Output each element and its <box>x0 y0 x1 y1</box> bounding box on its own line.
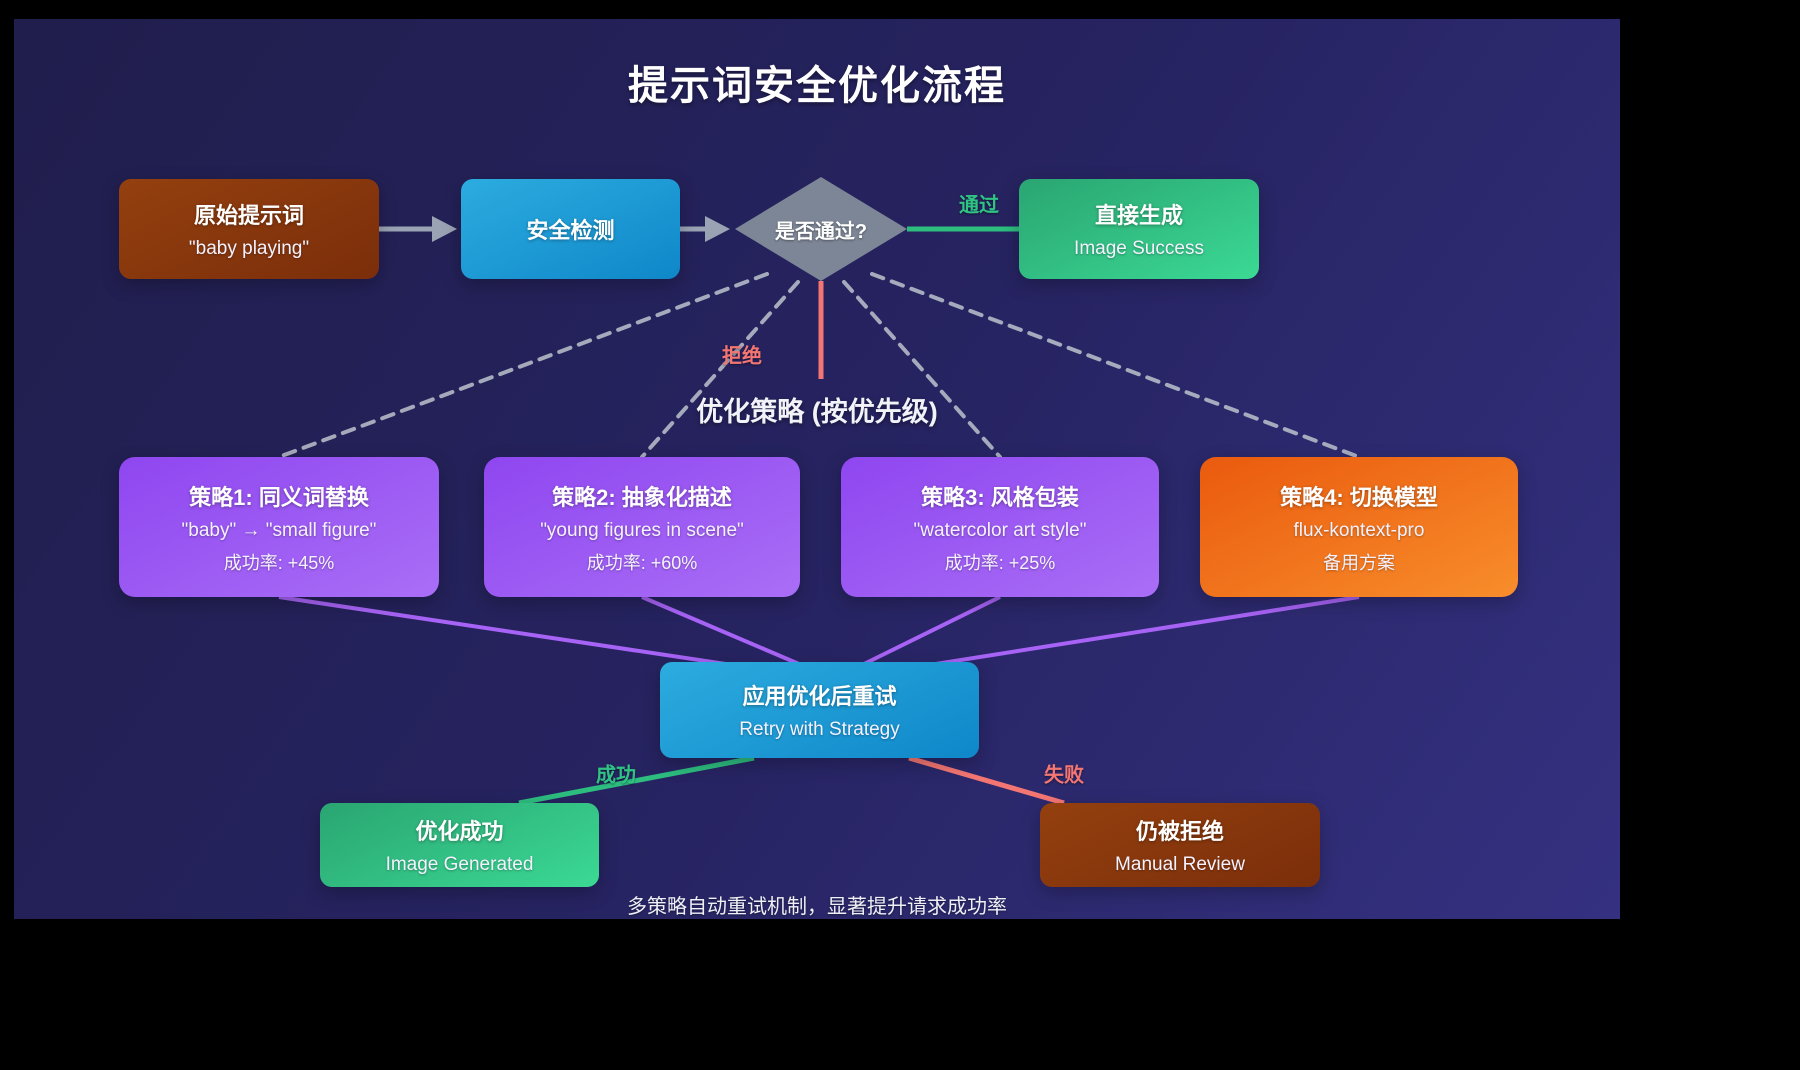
node-optimize-success: 优化成功 Image Generated <box>320 803 599 887</box>
edge-label-pass: 通过 <box>959 194 999 217</box>
node-safety-check-title: 安全检测 <box>526 218 615 243</box>
edge-label-reject: 拒绝 <box>722 345 762 368</box>
node-strategy3: 策略3: 风格包装 "watercolor art style" 成功率: +2… <box>841 457 1159 597</box>
flowchart-canvas: 提示词安全优化流程 原始提示词 "baby playing" 安全检测 是否通过… <box>14 19 1620 919</box>
node-still-rejected-title: 仍被拒绝 <box>1135 819 1224 844</box>
edge-label-fail: 失败 <box>1044 764 1084 787</box>
page-title: 提示词安全优化流程 <box>628 64 1006 108</box>
edge-dashed-strategy1 <box>277 272 769 459</box>
node-strategy1-rate: 成功率: +45% <box>223 552 335 573</box>
edge-dashed-strategy4 <box>870 272 1361 459</box>
node-still-rejected: 仍被拒绝 Manual Review <box>1040 803 1320 887</box>
bottom-caption: 多策略自动重试机制，显著提升请求成功率 <box>627 896 1007 918</box>
node-direct-generate: 直接生成 Image Success <box>1019 179 1259 279</box>
node-strategy3-rate: 成功率: +25% <box>944 552 1056 573</box>
strategies-heading: 优化策略 (按优先级) <box>696 397 938 427</box>
node-decision-diamond: 是否通过? <box>735 177 907 281</box>
node-strategy2: 策略2: 抽象化描述 "young figures in scene" 成功率:… <box>484 457 800 597</box>
arrowhead-safety-decision <box>705 216 730 242</box>
node-direct-generate-title: 直接生成 <box>1094 203 1183 228</box>
edge-strategy4-retry <box>903 595 1360 671</box>
node-still-rejected-subtitle: Manual Review <box>1115 854 1245 875</box>
edge-strategy1-retry <box>278 595 760 671</box>
node-strategy4-note: 备用方案 <box>1323 552 1395 573</box>
node-strategy1: 策略1: 同义词替换 "baby" → "small figure" 成功率: … <box>119 457 439 597</box>
edge-label-success: 成功 <box>596 764 636 787</box>
node-strategy2-rate: 成功率: +60% <box>586 552 698 573</box>
node-strategy2-detail: "young figures in scene" <box>540 519 744 541</box>
node-retry-title: 应用优化后重试 <box>742 684 897 709</box>
node-strategy4: 策略4: 切换模型 flux-kontext-pro 备用方案 <box>1200 457 1518 597</box>
node-retry: 应用优化后重试 Retry with Strategy <box>660 662 979 758</box>
node-original-prompt-title: 原始提示词 <box>193 203 304 228</box>
edge-dashed-strategy3 <box>842 280 1002 459</box>
node-optimize-success-title: 优化成功 <box>415 819 504 844</box>
edge-strategy3-retry <box>863 595 1001 666</box>
arrowhead-original-safety <box>432 216 457 242</box>
node-safety-check: 安全检测 <box>461 179 680 279</box>
node-optimize-success-subtitle: Image Generated <box>385 854 534 875</box>
node-strategy4-title: 策略4: 切换模型 <box>1280 484 1438 510</box>
edge-fail-line <box>908 755 1065 806</box>
node-direct-generate-subtitle: Image Success <box>1074 238 1204 259</box>
node-original-prompt: 原始提示词 "baby playing" <box>119 179 379 279</box>
node-strategy1-title: 策略1: 同义词替换 <box>189 484 369 510</box>
node-strategy3-title: 策略3: 风格包装 <box>921 484 1079 510</box>
edge-dashed-strategy2 <box>640 280 800 459</box>
node-original-prompt-subtitle: "baby playing" <box>188 238 310 259</box>
node-retry-subtitle: Retry with Strategy <box>739 719 900 740</box>
node-strategy4-detail: flux-kontext-pro <box>1293 519 1425 541</box>
node-strategy3-detail: "watercolor art style" <box>913 519 1087 541</box>
node-strategy2-title: 策略2: 抽象化描述 <box>552 484 732 510</box>
edge-success-line <box>518 755 755 806</box>
node-strategy1-detail: "baby" → "small figure" <box>181 519 377 541</box>
node-decision-title: 是否通过? <box>774 220 868 243</box>
edge-strategy2-retry <box>641 595 800 666</box>
